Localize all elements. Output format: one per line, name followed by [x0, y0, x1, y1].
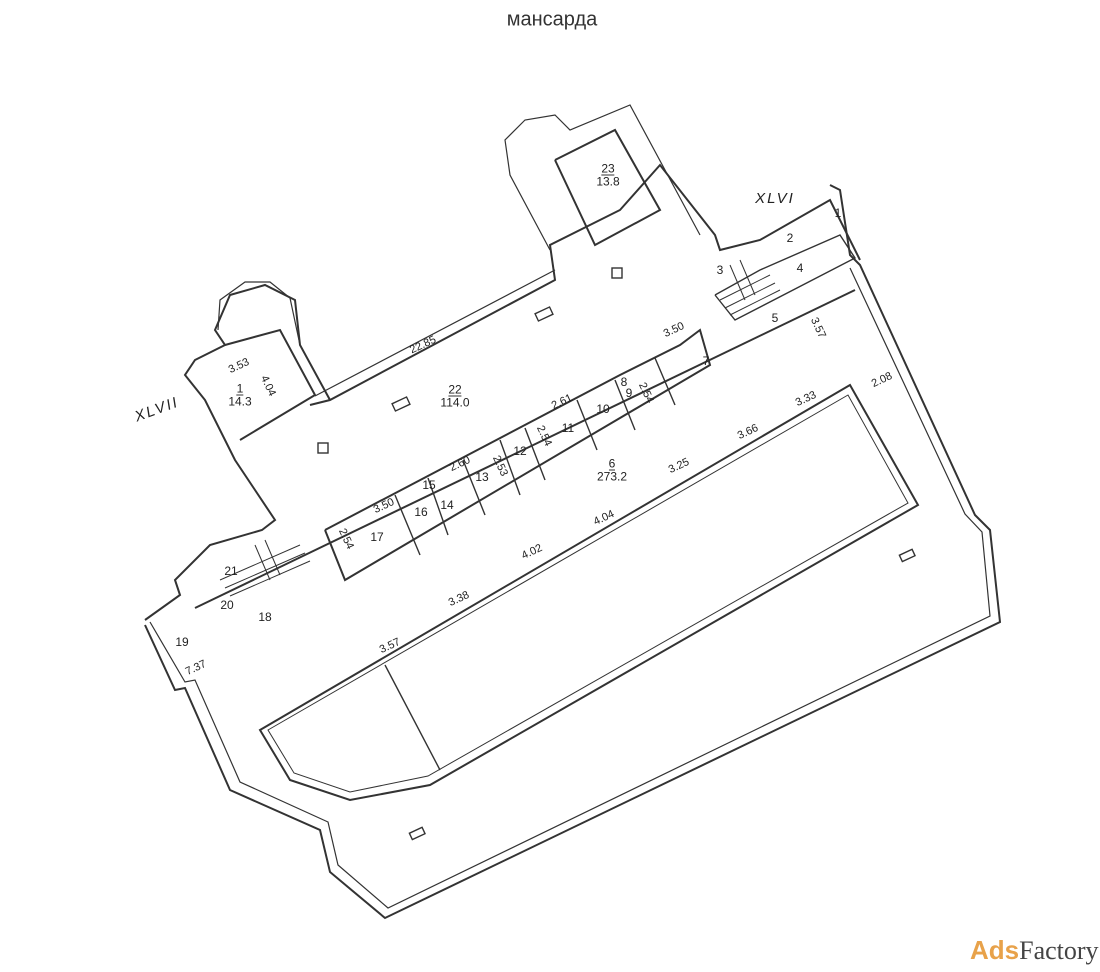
section-label-right: XLVI — [755, 190, 795, 207]
partition — [576, 399, 598, 451]
room-number: 19 — [175, 635, 189, 649]
room-number: 5 — [771, 311, 779, 325]
room-number: 23 — [601, 161, 615, 176]
room-area: 114.0 — [440, 395, 470, 410]
stair-icon — [219, 259, 781, 597]
room-number: 17 — [370, 530, 384, 544]
outer-wall-inner — [149, 267, 991, 909]
room-1-walls — [224, 328, 317, 441]
room-number: 3 — [716, 263, 724, 277]
room-number: 1 — [834, 206, 842, 220]
room-number: 15 — [422, 478, 436, 492]
partition — [427, 477, 449, 536]
room-number: 6 — [608, 456, 616, 471]
logo-part: Factory — [1019, 936, 1099, 965]
partition — [384, 664, 441, 771]
partition — [654, 357, 676, 406]
partition — [499, 439, 521, 496]
room-number: 9 — [625, 386, 633, 400]
partition — [462, 459, 486, 516]
room-number: 7 — [702, 354, 710, 368]
room-number: 1 — [236, 381, 244, 396]
courtyard — [258, 383, 920, 802]
partition — [394, 494, 421, 556]
partition — [524, 427, 546, 481]
bay-window — [504, 104, 701, 251]
courtyard-inner — [267, 394, 909, 793]
room-number: 14 — [440, 498, 454, 512]
partition — [614, 379, 636, 431]
stair-block — [714, 234, 857, 321]
room-number: 8 — [620, 375, 628, 389]
service-strip — [324, 328, 712, 582]
watermark-logo: AdsFactory — [970, 935, 1099, 966]
room-number: 16 — [414, 505, 428, 519]
room-number: 12 — [513, 444, 527, 458]
plan-title: мансарда — [506, 8, 598, 31]
outer-wall — [144, 184, 1002, 920]
room-number: 18 — [258, 610, 272, 624]
column-icons — [317, 267, 916, 841]
room-number: 22 — [448, 382, 462, 397]
room-area: 273.2 — [596, 469, 628, 484]
room-number: 21 — [224, 564, 238, 578]
room-number: 10 — [596, 402, 610, 416]
room-area: 13.8 — [596, 174, 620, 189]
room-area: 14.3 — [228, 394, 252, 409]
corridor-wall — [194, 289, 856, 609]
room-number: 13 — [475, 470, 489, 484]
room-23-walls — [554, 128, 662, 247]
corridor-upper-wall — [309, 163, 861, 406]
room-number: 20 — [220, 598, 234, 612]
corridor-wall — [314, 269, 556, 397]
left-wing — [144, 283, 331, 621]
logo-part: Ads — [970, 935, 1020, 965]
room-number: 11 — [561, 421, 575, 435]
room-number: 4 — [796, 261, 804, 275]
bay-window — [217, 281, 301, 346]
room-number: 2 — [786, 231, 794, 245]
